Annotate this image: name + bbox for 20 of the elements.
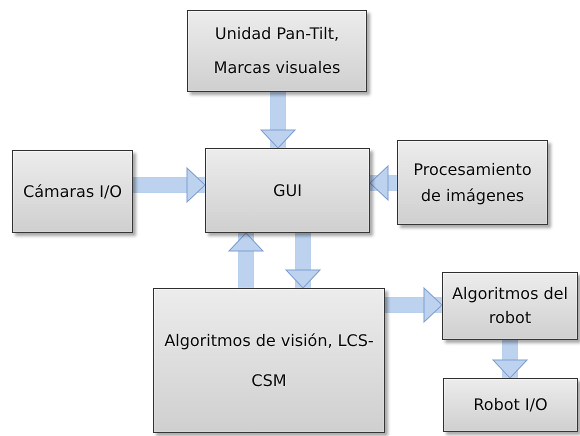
box-label: Robot I/O — [472, 394, 549, 416]
process-box — [443, 378, 578, 432]
process-box — [187, 10, 367, 92]
block-arrow — [370, 166, 397, 200]
process-box — [442, 272, 578, 340]
process-box — [153, 288, 385, 433]
process-box — [397, 140, 548, 225]
block-arrow — [492, 340, 528, 378]
block-arrow — [133, 168, 206, 202]
box-label: Unidad Pan-Tilt, Marcas visuales — [212, 23, 342, 79]
box-label: Algoritmos de visión, LCS-CSM — [163, 330, 375, 392]
box-label: Procesamiento de imágenes — [412, 158, 533, 206]
block-arrow — [286, 233, 320, 288]
box-label: Cámaras I/O — [22, 180, 123, 202]
box-label: Algoritmos del robot — [451, 283, 569, 329]
block-arrow — [260, 92, 296, 148]
process-box — [12, 150, 133, 233]
process-box — [205, 148, 370, 233]
box-label: GUI — [272, 180, 303, 202]
block-arrow — [385, 288, 442, 322]
